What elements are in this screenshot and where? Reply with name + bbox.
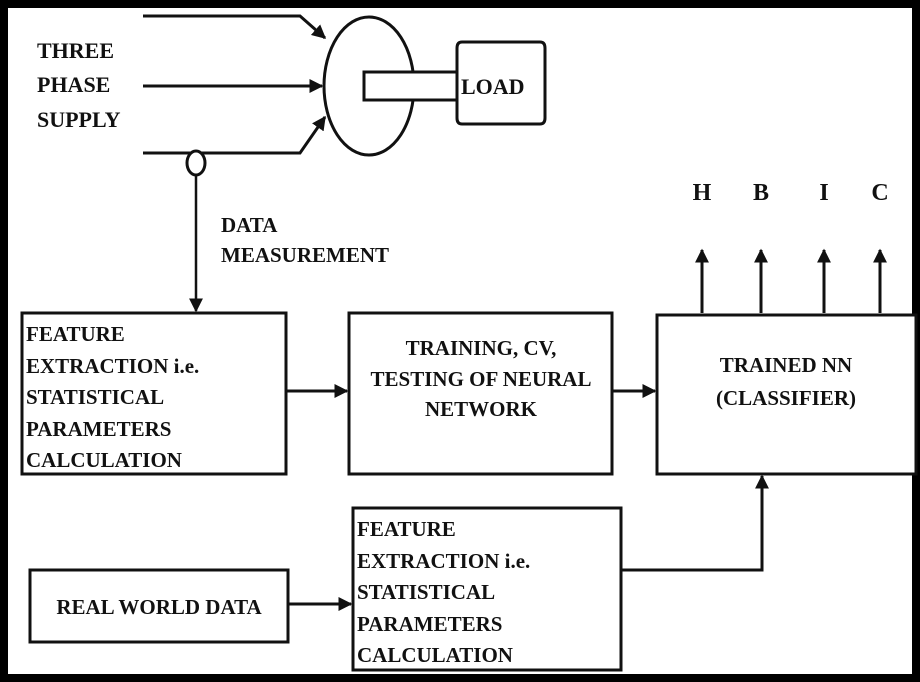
fe-top-line3: STATISTICAL (26, 385, 164, 409)
output-arrows (695, 248, 887, 313)
real-world-box (28, 568, 290, 644)
load-box (455, 40, 547, 126)
training-line2: TESTING OF NEURAL (371, 367, 592, 391)
fe-top-line1: FEATURE (26, 322, 125, 346)
load-label: LOAD (461, 74, 525, 99)
fe-bottom-line3: STATISTICAL (357, 580, 495, 604)
measurement-label-line1: DATA (221, 213, 278, 237)
supply-lines (143, 14, 327, 155)
classifier-line1: TRAINED NN (720, 353, 852, 377)
fe-bottom-line4: PARAMETERS (357, 612, 502, 636)
real-world-label: REAL WORLD DATA (56, 595, 262, 619)
training-line3: NETWORK (425, 397, 538, 421)
output-label-b: B (753, 180, 769, 206)
fe-top-line2: EXTRACTION i.e. (26, 354, 199, 378)
measurement-label-line2: MEASUREMENT (221, 243, 389, 267)
training-line1: TRAINING, CV, (406, 336, 557, 360)
output-label-i: I (819, 180, 828, 206)
classifier-box (655, 313, 918, 476)
feature-extraction-bottom-box (351, 506, 623, 672)
feature-extraction-top-box (20, 311, 288, 476)
supply-label-line3: SUPPLY (37, 107, 121, 132)
supply-label-line1: THREE (37, 38, 114, 63)
fe-bottom-line1: FEATURE (357, 517, 456, 541)
supply-label-line2: PHASE (37, 72, 110, 97)
sensor-ellipse (185, 149, 207, 177)
flow-arrows (286, 384, 769, 611)
fe-top-line4: PARAMETERS (26, 417, 171, 441)
fe-bottom-line5: CALCULATION (357, 643, 513, 667)
fe-bottom-line2: EXTRACTION i.e. (357, 549, 530, 573)
output-label-c: C (871, 180, 888, 206)
load-shaft (362, 70, 461, 102)
training-box (347, 311, 614, 476)
classifier-line2: (CLASSIFIER) (716, 386, 856, 410)
fe-top-line5: CALCULATION (26, 448, 182, 472)
output-label-h: H (693, 180, 712, 206)
